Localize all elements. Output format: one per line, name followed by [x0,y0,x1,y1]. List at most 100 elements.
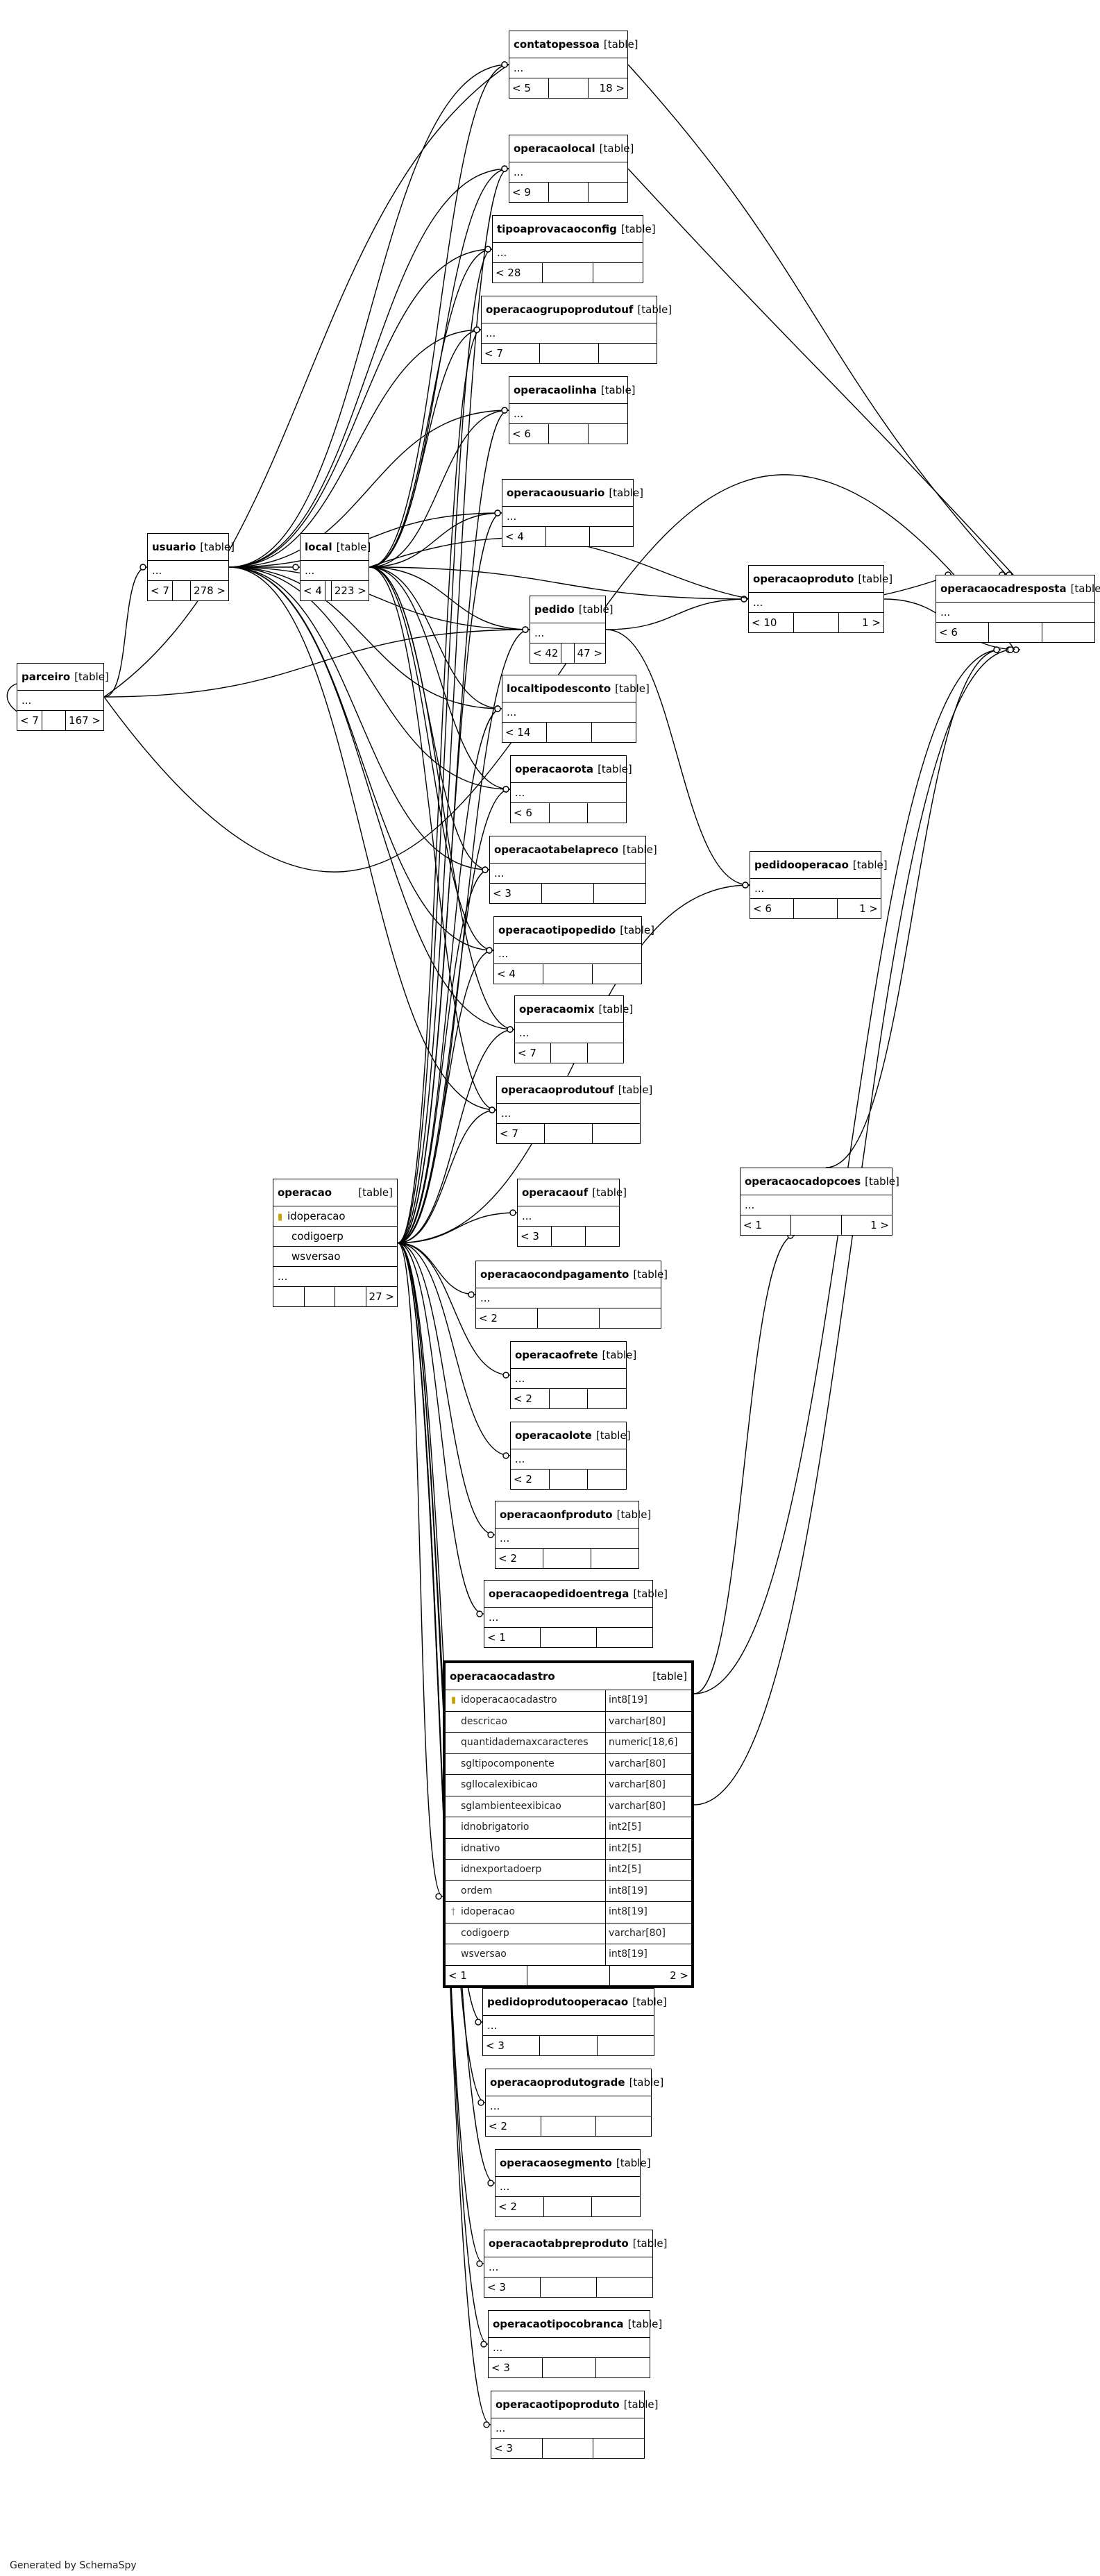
parents-count[interactable]: < 3 [493,887,511,900]
table-operacaoprodutograde[interactable]: operacaoprodutograde[table]...< 2 [485,2069,663,2137]
children-count[interactable] [586,1043,623,1063]
parents-count[interactable]: < 1 [448,1969,467,1982]
table-tipoaprovacaoconfig[interactable]: tipoaprovacaoconfig[table]...< 28 [492,215,656,283]
children-count[interactable] [592,263,643,283]
table-operacaonfproduto[interactable]: operacaonfproduto[table]...< 2 [495,1501,651,1569]
parents-count[interactable]: < 3 [494,2442,513,2455]
parents-count[interactable]: < 7 [500,1127,518,1140]
table-operacaosegmento[interactable]: operacaosegmento[table]...< 2 [495,2149,651,2217]
table-operacaomix[interactable]: operacaomix[table]...< 7 [514,995,633,1063]
children-count[interactable] [1041,623,1094,642]
children-count[interactable] [592,964,641,984]
children-count[interactable] [598,344,657,363]
parents-count[interactable]: < 2 [479,1312,498,1324]
children-count[interactable] [593,2439,644,2458]
table-operacaolocal[interactable]: operacaolocal[table]...< 9 [509,135,634,203]
children-count[interactable]: 47 > [573,643,605,663]
parents-count[interactable]: < 2 [489,2120,507,2132]
table-operacaousuario[interactable]: operacaousuario[table]...< 4 [502,479,643,547]
children-count[interactable]: 1 > [838,613,883,632]
children-count[interactable] [596,1628,652,1647]
table-operacaoprodutouf[interactable]: operacaoprodutouf[table]...< 7 [496,1076,652,1144]
parents-count[interactable]: < 3 [491,2362,510,2374]
parents-count[interactable]: < 7 [518,1047,536,1059]
parents-count[interactable]: < 7 [484,347,503,360]
children-count[interactable]: 1 > [841,1215,892,1235]
children-count[interactable] [587,1470,626,1489]
parents-count[interactable]: < 7 [151,584,169,597]
parents-count[interactable]: < 6 [512,428,531,440]
children-count[interactable] [588,183,627,202]
parents-count[interactable]: < 1 [487,1631,506,1644]
table-operacaotipoproduto[interactable]: operacaotipoproduto[table]...< 3 [491,2391,658,2459]
parents-count[interactable]: < 42 [533,647,559,659]
table-operacao[interactable]: operacao[table] ▮idoperacao codigoerp ws… [273,1179,398,1307]
parents-count[interactable]: < 6 [753,902,772,915]
table-pedidoprodutooperacao[interactable]: pedidoprodutooperacao[table]...< 3 [482,1988,667,2056]
table-operacaogrupoprodutouf[interactable]: operacaogrupoprodutouf[table]...< 7 [481,296,672,364]
children-count[interactable] [595,2358,650,2377]
parents-count[interactable]: < 2 [514,1473,532,1485]
table-operacaolinha[interactable]: operacaolinha[table]...< 6 [509,376,636,444]
parents-count[interactable]: < 14 [505,726,531,739]
parents-count[interactable]: < 4 [303,584,322,597]
parents-count[interactable]: < 3 [486,2039,505,2052]
parents-count[interactable]: < 28 [496,267,521,279]
parents-count[interactable]: < 6 [939,626,958,639]
parents-count[interactable]: < 3 [521,1230,539,1243]
parents-count[interactable]: < 7 [20,714,39,727]
table-operacaocadresposta[interactable]: operacaocadresposta[table]...< 6 [936,575,1100,643]
parents-count[interactable]: < 2 [498,2200,517,2213]
parents-count[interactable]: < 10 [752,616,777,629]
children-count[interactable] [587,803,626,823]
children-count[interactable]: 1 > [837,899,881,918]
table-operacaotabpreproduto[interactable]: operacaotabpreproduto[table]...< 3 [484,2230,667,2298]
table-operacaotipopedido[interactable]: operacaotipopedido[table]...< 4 [493,916,654,984]
children-count[interactable]: 18 > [588,78,627,98]
parents-count[interactable]: < 6 [514,807,532,819]
children-count[interactable] [585,1227,619,1246]
table-operacaocadastro[interactable]: operacaocadastro[table] ▮idoperacaocadas… [443,1660,694,1988]
children-count[interactable]: 2 > [609,1965,691,1985]
children-count[interactable] [596,2278,652,2297]
children-count[interactable] [587,1389,626,1408]
children-count[interactable] [595,2116,651,2136]
children-count[interactable] [599,1308,661,1328]
table-operacaouf[interactable]: operacaouf[table]...< 3 [517,1179,627,1247]
children-count[interactable] [591,2197,640,2216]
table-operacaofrete[interactable]: operacaofrete[table]...< 2 [510,1341,636,1409]
children-count[interactable]: 27 > [365,1287,397,1306]
table-localtipodesconto[interactable]: localtipodesconto[table]...< 14 [502,675,650,743]
parents-count[interactable]: < 2 [514,1392,532,1405]
children-count[interactable] [589,527,633,546]
children-count[interactable] [591,723,636,742]
children-count[interactable]: 223 > [330,581,369,600]
table-operacaolote[interactable]: operacaolote[table]...< 2 [510,1422,631,1490]
table-operacaopedidoentrega[interactable]: operacaopedidoentrega[table]...< 1 [484,1580,668,1648]
children-count[interactable] [588,424,627,444]
table-operacaotabelapreco[interactable]: operacaotabelapreco[table]...< 3 [489,836,657,904]
table-operacaorota[interactable]: operacaorota[table]...< 6 [510,755,632,823]
children-count[interactable] [593,884,645,903]
children-count[interactable] [592,1124,640,1143]
parents-count[interactable]: < 5 [512,82,531,94]
table-operacaocondpagamento[interactable]: operacaocondpagamento[table]...< 2 [475,1261,668,1329]
children-count[interactable] [596,2036,654,2055]
children-count[interactable]: 278 > [190,581,228,600]
parents-count[interactable]: < 4 [505,530,524,543]
children-count[interactable]: 167 > [65,711,103,730]
children-count[interactable] [591,1549,638,1568]
parents-count[interactable]: < 9 [512,186,531,199]
parents-count[interactable]: < 4 [497,968,516,980]
table-operacaotipocobranca[interactable]: operacaotipocobranca[table]...< 3 [488,2310,662,2378]
parents-count[interactable]: < 2 [498,1552,517,1565]
parents-count[interactable]: < 1 [743,1219,762,1231]
